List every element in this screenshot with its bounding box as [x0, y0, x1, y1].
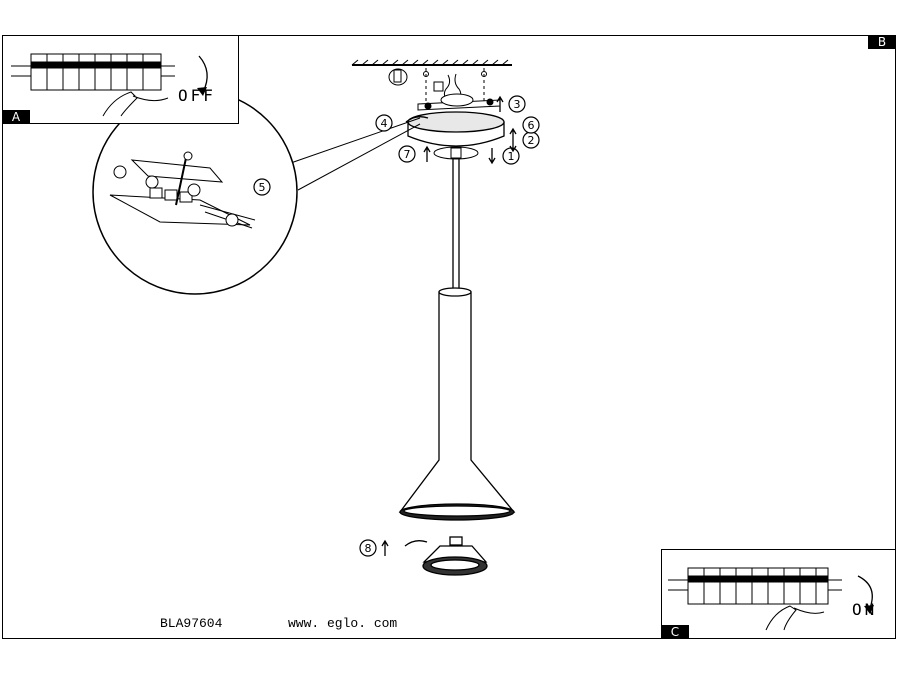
step-number: 8: [365, 542, 372, 555]
panel-c-tag: C: [661, 625, 689, 639]
step-number: 4: [381, 117, 388, 130]
panel-b-tag: B: [868, 35, 896, 49]
arrow-icon: [496, 95, 504, 112]
rotation-arrow-8-icon: [404, 540, 428, 547]
step-number: 7: [404, 148, 411, 161]
panel-c-breaker-on: [661, 549, 896, 639]
step-marker-7: 7: [398, 145, 431, 163]
step-marker-2: 2: [509, 127, 540, 153]
breaker-off-sketch: [11, 53, 208, 117]
step-marker-8: 8: [359, 539, 389, 557]
step-marker-5: 5: [253, 178, 271, 196]
step-marker-3: 3: [496, 95, 526, 113]
bulb: [422, 536, 488, 576]
breaker-state-off: OFF: [178, 86, 216, 105]
website-url: www. eglo. com: [288, 616, 398, 631]
arrow-icon: [381, 539, 389, 556]
step-marker-6: 6: [522, 116, 540, 134]
suspension-cable: [452, 158, 460, 288]
step-number: 1: [508, 150, 515, 163]
step-number: 2: [528, 134, 535, 147]
mounting-screws: [388, 68, 487, 110]
diagram-frame: [2, 35, 896, 639]
breaker-on-sketch: [668, 567, 874, 631]
curved-arrow-icon: [857, 575, 873, 609]
rotation-arrow-4-icon: [405, 116, 429, 123]
step-marker-1: 1: [488, 147, 520, 165]
arrow-icon: [488, 148, 496, 165]
panel-a-tag: A: [2, 110, 30, 124]
lamp-shade: [398, 287, 516, 521]
ceiling: [351, 59, 512, 66]
arrow-icon: [509, 127, 517, 153]
product-code: BLA97604: [160, 616, 223, 631]
terminal-block-sketch: [109, 151, 256, 229]
screw-collar: [433, 146, 479, 160]
panel-a-breaker-off: [2, 35, 239, 124]
step-number: 5: [259, 181, 266, 194]
step-number: 6: [528, 119, 535, 132]
step-number: 3: [514, 98, 521, 111]
breaker-state-on: ON: [852, 600, 878, 619]
arrow-icon: [423, 145, 431, 162]
canopy: [407, 111, 505, 147]
step-marker-4: 4: [375, 114, 393, 132]
detail-callout-lines: [284, 117, 421, 191]
